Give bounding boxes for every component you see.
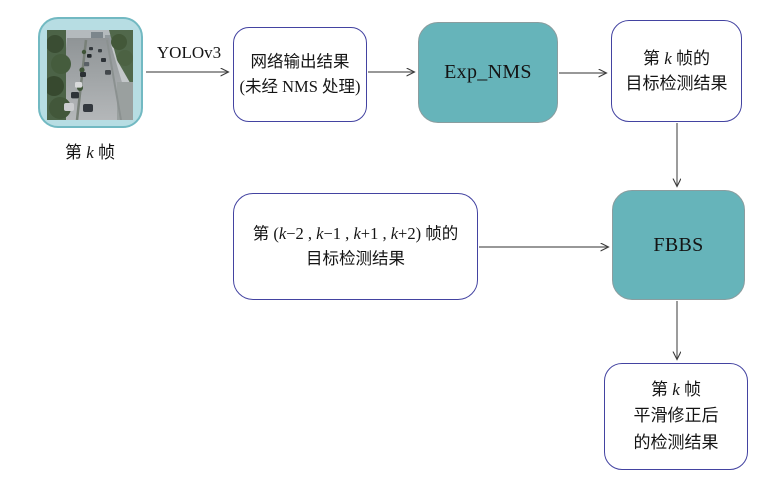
box-frame-k-result-line1: 第 k 帧的 (642, 48, 711, 68)
box-fbbs-label: FBBS (653, 233, 704, 256)
box-neighbor-frames: 第 (k−2 , k−1 , k+1 , k+2) 帧的 目标检测结果 (233, 193, 478, 300)
box-fbbs: FBBS (612, 190, 745, 300)
box-exp-nms: Exp_NMS (418, 22, 558, 123)
frame-k-image-node (38, 17, 143, 128)
box-network-output-line1: 网络输出结果 (250, 51, 350, 71)
box-smoothed-result-line3: 的检测结果 (633, 432, 719, 452)
box-frame-k-result: 第 k 帧的 目标检测结果 (611, 20, 742, 122)
yolov3-label: YOLOv3 (156, 43, 222, 62)
box-neighbor-frames-line2: 目标检测结果 (306, 248, 405, 268)
box-network-output-line2: (未经 NMS 处理) (239, 76, 361, 96)
box-smoothed-result: 第 k 帧 平滑修正后 的检测结果 (604, 363, 748, 470)
box-network-output: 网络输出结果 (未经 NMS 处理) (233, 27, 367, 122)
box-neighbor-frames-line1: 第 (k−2 , k−1 , k+1 , k+2) 帧的 (252, 223, 459, 243)
box-frame-k-result-line2: 目标检测结果 (625, 74, 728, 93)
box-smoothed-result-line1: 第 k 帧 (650, 379, 702, 399)
box-smoothed-result-line2: 平滑修正后 (633, 406, 719, 426)
frame-k-caption: 第 k 帧 (64, 143, 116, 162)
box-exp-nms-label: Exp_NMS (444, 61, 532, 83)
traffic-photo (47, 30, 133, 120)
